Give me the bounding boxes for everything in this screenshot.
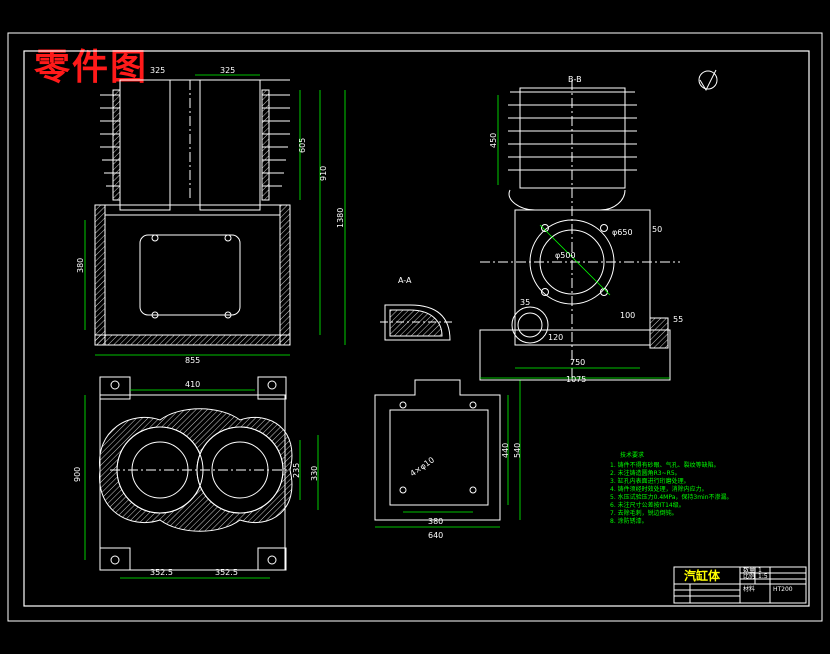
- front-section-view: [94, 79, 291, 346]
- title-material-value: HT200: [773, 586, 793, 593]
- dim-410: 410: [185, 380, 200, 389]
- dim-phi650: φ650: [612, 228, 633, 237]
- dim-325b: 325: [150, 66, 165, 75]
- dim-450: 450: [489, 133, 498, 148]
- dim-325: 325: [220, 66, 235, 75]
- title-block: [673, 566, 807, 604]
- title-material-label: 材料: [743, 585, 755, 593]
- detail-section: [380, 304, 455, 341]
- title-row1-value: 1: [758, 567, 762, 574]
- inner-frame: [23, 50, 810, 607]
- title-row2-label: 比例: [743, 572, 755, 580]
- dim-440: 440: [501, 443, 510, 458]
- dim-phi500: φ500: [555, 251, 576, 260]
- dim-605: 605: [298, 138, 307, 153]
- cover-plate-view: [374, 379, 501, 521]
- dim-35: 35: [520, 298, 530, 307]
- dim-380: 380: [76, 258, 85, 273]
- dim-235: 235: [292, 463, 301, 478]
- note-item: 6. 未注尺寸公差按IT14级。: [610, 501, 685, 509]
- dim-750: 750: [570, 358, 585, 367]
- dim-900: 900: [73, 467, 82, 482]
- dim-1380: 1380: [336, 208, 345, 228]
- note-item: 4. 铸件须经时效处理，消除内应力。: [610, 485, 708, 493]
- dim-120: 120: [548, 333, 563, 342]
- dim-1075: 1075: [566, 375, 586, 384]
- dim-380b: 380: [428, 517, 443, 526]
- dim-910: 910: [319, 166, 328, 181]
- technical-notes: 技术要求 1. 铸件不得有砂眼、气孔、裂纹等缺陷。 2. 未注铸造圆角R3~R5…: [610, 451, 733, 525]
- title-part-name: 汽缸体: [684, 568, 721, 583]
- note-item: 8. 涂防锈漆。: [610, 517, 648, 525]
- note-item: 7. 去除毛刺，锐边倒钝。: [610, 509, 678, 517]
- notes-heading: 技术要求: [620, 451, 644, 459]
- outer-frame: [7, 32, 823, 622]
- dim-540: 540: [513, 443, 522, 458]
- dim-55: 55: [673, 315, 683, 324]
- title-row2-value: 1:5: [758, 573, 768, 580]
- section-a-label: A-A: [398, 276, 412, 285]
- dim-100: 100: [620, 311, 635, 320]
- note-item: 5. 水压试验压力0.4MPa，保持3min不渗漏。: [610, 493, 733, 501]
- section-b-label: B-B: [568, 75, 582, 84]
- note-item: 1. 铸件不得有砂眼、气孔、裂纹等缺陷。: [610, 461, 720, 469]
- note-item: 3. 缸孔内表面进行珩磨处理。: [610, 477, 690, 485]
- dim-phi10: 4×φ10: [409, 455, 436, 478]
- part-drawing-stamp: 零件图: [34, 46, 149, 88]
- plan-view: [99, 376, 293, 571]
- dim-352-5a: 352.5: [150, 568, 173, 577]
- title-row1-label: 数量: [743, 566, 755, 574]
- note-item: 2. 未注铸造圆角R3~R5。: [610, 469, 681, 477]
- side-view: [479, 80, 680, 381]
- dim-330: 330: [310, 466, 319, 481]
- dim-50: 50: [652, 225, 662, 234]
- dim-352-5b: 352.5: [215, 568, 238, 577]
- roughness-symbol: [699, 69, 717, 92]
- dim-640: 640: [428, 531, 443, 540]
- dim-855: 855: [185, 356, 200, 365]
